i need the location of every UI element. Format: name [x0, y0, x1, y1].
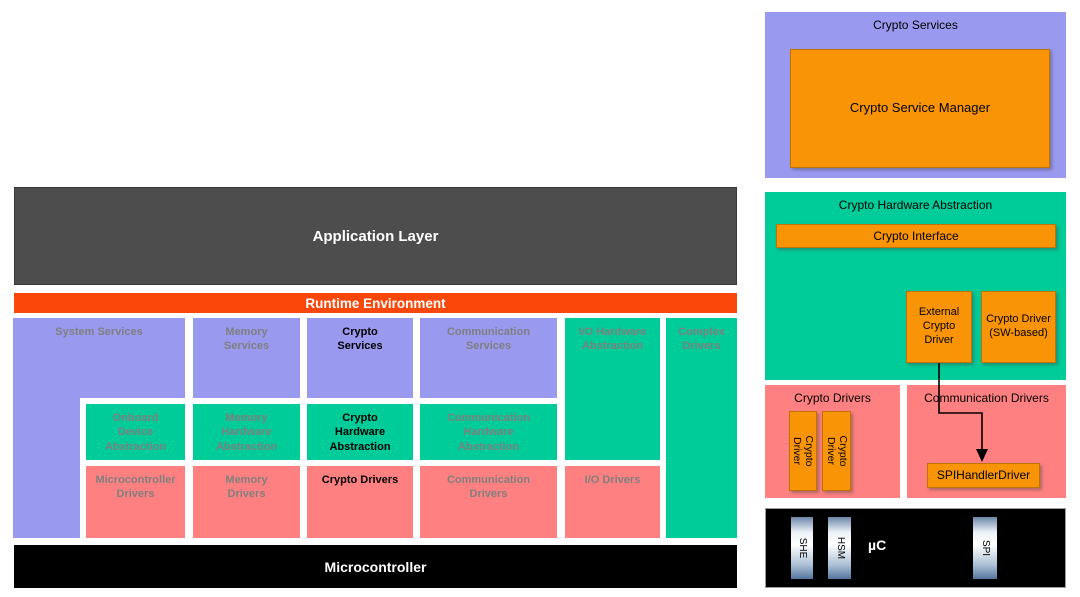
- crypto-interface-label: Crypto Interface: [873, 228, 959, 243]
- system-services-block: System Services: [13, 318, 185, 398]
- crypto-driver-module-2: Crypto Driver: [822, 411, 851, 491]
- io-drivers-label: I/O Drivers: [584, 474, 641, 486]
- external-crypto-driver-module: External Crypto Driver: [906, 291, 972, 363]
- complex-drivers-label: Complex Drivers: [678, 326, 725, 353]
- she-hw-block: SHE: [791, 517, 813, 579]
- crypto-service-manager-module: Crypto Service Manager: [790, 49, 1050, 168]
- hsm-hw-block: HSM: [828, 517, 851, 579]
- communication-drivers-block: Communication Drivers: [420, 466, 557, 538]
- application-layer-label: Application Layer: [312, 227, 439, 245]
- crypto-driver-module-1-label: Crypto Driver: [791, 435, 816, 467]
- runtime-environment-block: Runtime Environment: [14, 293, 737, 313]
- memory-services-label: Memory Services: [223, 326, 270, 353]
- crypto-drivers-label: Crypto Drivers: [321, 474, 399, 486]
- memory-hardware-abstraction-label: Memory Hardware Abstraction: [215, 412, 278, 453]
- application-layer-block: Application Layer: [14, 187, 737, 285]
- memory-services-block: Memory Services: [193, 318, 300, 398]
- runtime-environment-label: Runtime Environment: [305, 295, 446, 311]
- crypto-driver-sw-based-module: Crypto Driver (SW-based): [981, 291, 1056, 363]
- microcontroller-drivers-label: Microcontroller Drivers: [95, 474, 176, 501]
- crypto-services-block: Crypto Services: [307, 318, 413, 398]
- communication-hardware-abstraction-block: Communication Hardware Abstraction: [420, 404, 557, 460]
- communication-drivers-label: Communication Drivers: [446, 474, 531, 501]
- microcontroller-label: Microcontroller: [324, 558, 427, 575]
- uc-label: µC: [868, 537, 887, 553]
- crypto-hardware-abstraction-label: Crypto Hardware Abstraction: [329, 412, 391, 453]
- communication-drivers-panel-title: Communication Drivers: [924, 391, 1049, 405]
- crypto-hardware-abstraction-panel-title: Crypto Hardware Abstraction: [838, 198, 993, 212]
- crypto-driver-sw-based-label: Crypto Driver (SW-based): [986, 313, 1051, 339]
- io-drivers-block: I/O Drivers: [565, 466, 660, 538]
- crypto-drivers-panel-title: Crypto Drivers: [794, 391, 871, 405]
- communication-hardware-abstraction-label: Communication Hardware Abstraction: [446, 412, 531, 453]
- complex-drivers-block: Complex Drivers: [666, 318, 737, 538]
- crypto-hardware-abstraction-block: Crypto Hardware Abstraction: [307, 404, 413, 460]
- crypto-services-panel-title: Crypto Services: [873, 18, 958, 32]
- hsm-label: HSM: [834, 536, 846, 560]
- spi-handler-driver-module: SPIHandlerDriver: [927, 463, 1040, 488]
- memory-hardware-abstraction-block: Memory Hardware Abstraction: [193, 404, 300, 460]
- io-hardware-abstraction-block: I/O Hardware Abstraction: [565, 318, 660, 460]
- crypto-interface-module: Crypto Interface: [776, 224, 1056, 248]
- crypto-services-label: Crypto Services: [337, 326, 383, 353]
- memory-drivers-block: Memory Drivers: [193, 466, 300, 538]
- spi-label: SPI: [979, 539, 991, 557]
- io-hardware-abstraction-label: I/O Hardware Abstraction: [578, 326, 647, 353]
- external-crypto-driver-label: External Crypto Driver: [918, 306, 960, 346]
- memory-drivers-label: Memory Drivers: [225, 474, 268, 501]
- crypto-drivers-block: Crypto Drivers: [307, 466, 413, 538]
- microcontroller-block: Microcontroller: [14, 545, 737, 588]
- crypto-service-manager-label: Crypto Service Manager: [849, 100, 991, 116]
- spi-hw-block: SPI: [973, 517, 997, 579]
- system-services-label: System Services: [55, 326, 143, 338]
- spi-handler-driver-label: SPIHandlerDriver: [936, 468, 1031, 482]
- communication-services-block: Communication Services: [420, 318, 557, 398]
- communication-services-label: Communication Services: [446, 326, 531, 353]
- onboard-device-abstraction-label: Onboard Device Abstraction: [104, 412, 167, 453]
- crypto-driver-module-2-label: Crypto Driver: [824, 435, 849, 467]
- microcontroller-drivers-block: Microcontroller Drivers: [86, 466, 185, 538]
- microcontroller-hw-panel: µC: [765, 508, 1066, 588]
- crypto-driver-module-1: Crypto Driver: [789, 411, 817, 491]
- onboard-device-abstraction-block: Onboard Device Abstraction: [86, 404, 185, 460]
- she-label: SHE: [796, 537, 808, 559]
